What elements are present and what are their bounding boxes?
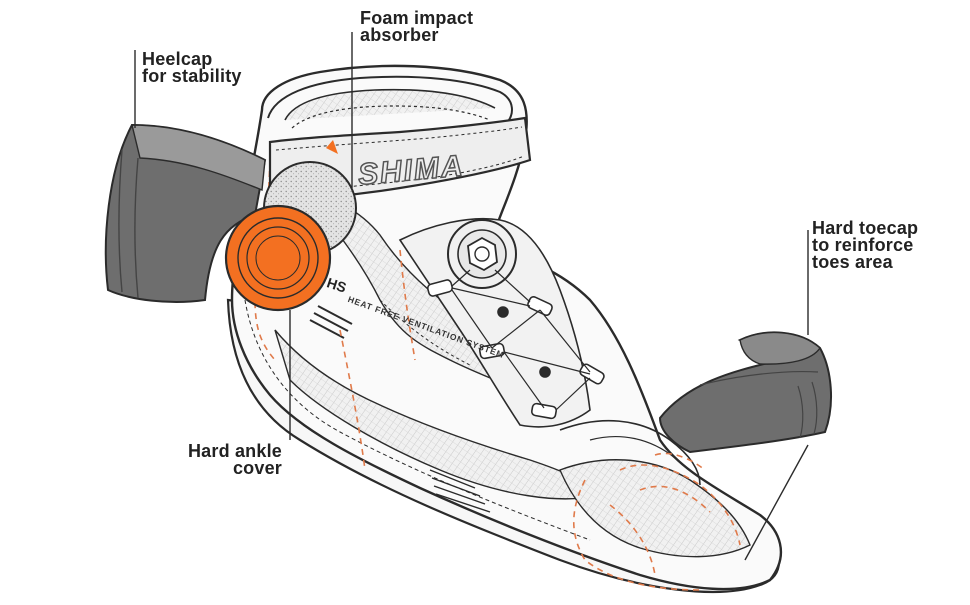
label-line: Hard toecap [812, 218, 919, 238]
heelcap [104, 123, 267, 303]
leader-toe-bottom [744, 444, 809, 561]
label-heelcap: Heelcap for stability [142, 49, 242, 86]
label-hard-toecap: Hard toecap to reinforce toes area [812, 218, 919, 272]
label-foam-impact-absorber: Foam impact absorber [360, 8, 474, 45]
label-line: absorber [360, 25, 439, 45]
lace-guides [426, 269, 605, 420]
ankle-cover [224, 204, 332, 312]
label-line: cover [232, 458, 282, 478]
toecap [658, 331, 833, 454]
label-line: Heelcap [142, 49, 213, 69]
leader-lines [134, 32, 809, 561]
label-line: for stability [142, 66, 242, 86]
lace-dial [447, 219, 517, 289]
label-line: Hard ankle [187, 441, 282, 461]
label-line: Foam impact [360, 8, 474, 28]
label-line: toes area [812, 252, 893, 272]
label-line: to reinforce [812, 235, 914, 255]
label-hard-ankle-cover: Hard ankle cover [170, 441, 282, 478]
